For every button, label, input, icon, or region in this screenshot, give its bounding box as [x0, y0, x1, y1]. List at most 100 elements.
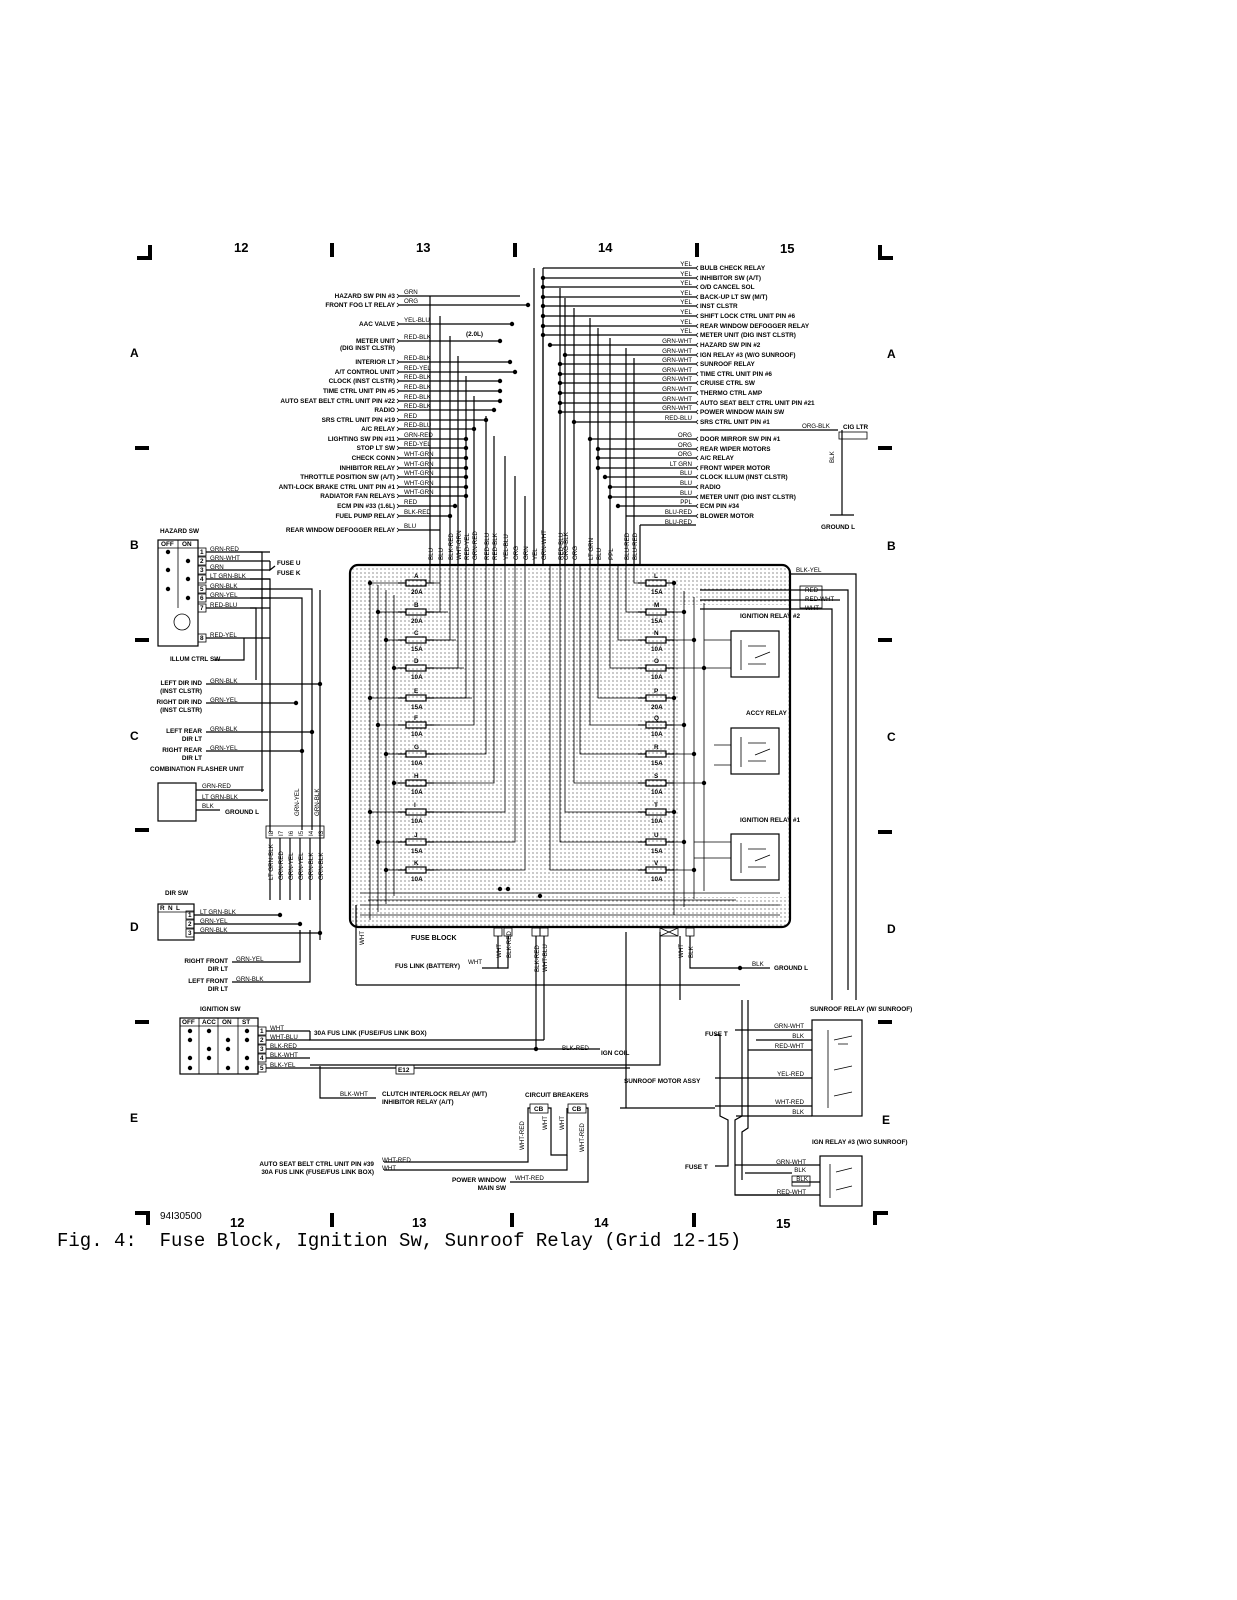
fuse-id: Q: [654, 715, 659, 722]
splice-dot: [671, 809, 677, 815]
wire-color: GRN-RED: [404, 432, 433, 439]
wire-tick: [396, 407, 400, 413]
front-dir-label: LEFT FRONT: [188, 978, 228, 985]
svg-text:CB: CB: [534, 1106, 544, 1113]
circuit-label: TIME CTRL UNIT PIN #5: [323, 388, 395, 395]
wire-color: BLU: [404, 523, 416, 530]
circuit-label: REAR WINDOW DEFOGGER RELAY: [700, 323, 810, 330]
svg-text:N: N: [168, 905, 173, 912]
wire-color: YEL: [680, 299, 692, 306]
wire-color: BLK: [792, 1033, 805, 1040]
internal-wire: [609, 565, 638, 669]
svg-text:SUNROOF RELAY (W/ SUNROOF): SUNROOF RELAY (W/ SUNROOF): [810, 1006, 912, 1013]
svg-text:GROUND L: GROUND L: [225, 809, 259, 816]
circuit-label: REAR WIPER MOTORS: [700, 446, 771, 453]
wire-color: GRN-YEL: [294, 788, 301, 816]
wire-tick: [396, 465, 400, 471]
splice-dot: [187, 1055, 193, 1061]
circuit-label: REAR WINDOW DEFOGGER RELAY: [286, 527, 396, 534]
pin-number: 6: [200, 595, 204, 602]
circuit-label: A/C RELAY: [700, 455, 735, 462]
svg-text:IGNITION RELAY #1: IGNITION RELAY #1: [740, 817, 800, 824]
wire: [498, 936, 509, 969]
wire-tick: [695, 400, 699, 406]
fuse-id: K: [414, 860, 419, 867]
ign-coil: IGN COIL: [601, 1050, 629, 1057]
circuit-label: AUTO SEAT BELT CTRL UNIT PIN #21: [700, 400, 815, 407]
fuse-id: S: [654, 773, 659, 780]
splice-dot: [691, 751, 697, 757]
internal-wire: [617, 565, 638, 641]
harness-wire-color: GRN-RED: [472, 531, 479, 560]
svg-text:ON: ON: [222, 1019, 232, 1026]
wire: [214, 638, 245, 661]
circuit-label: BLOWER MOTOR: [700, 513, 754, 520]
internal-wire: [589, 565, 638, 726]
wire: [269, 561, 276, 572]
fuse-id: I: [414, 802, 416, 809]
pin-number: 2: [200, 558, 204, 565]
splice-dot: [206, 1046, 212, 1052]
splice-dot: [375, 609, 381, 615]
svg-text:D: D: [887, 922, 896, 936]
wire-tick: [695, 419, 699, 425]
wire-color: RED-WHT: [777, 1189, 806, 1196]
fuse-amp: 15A: [651, 589, 663, 596]
svg-text:GRN-RED: GRN-RED: [202, 783, 231, 790]
bottom-label: AUTO SEAT BELT CTRL UNIT PIN #39: [259, 1161, 374, 1168]
splice-dot: [309, 729, 315, 735]
wire-color: BLK-RED: [506, 931, 513, 958]
splice-dot: [165, 567, 171, 573]
wire-color: RED-YEL: [404, 365, 431, 372]
wire-color: BLK-RED: [270, 1043, 297, 1050]
circuit-label: CLOCK (INST CLSTR): [329, 378, 395, 385]
circuit-label: FRONT FOG LT RELAY: [325, 302, 395, 309]
wire-color: LT GRN-BLK: [210, 573, 247, 580]
wire-color: WHT: [468, 959, 482, 966]
splice-dot: [512, 369, 518, 375]
fuse-amp: 10A: [651, 646, 663, 653]
splice-dot: [671, 580, 677, 586]
fuse-id: D: [414, 658, 419, 665]
wire-tick: [695, 265, 699, 271]
wire-color: GRN: [404, 289, 418, 296]
splice-dot: [187, 1028, 193, 1034]
splice-dot: [185, 576, 191, 582]
svg-text:WHT: WHT: [805, 605, 819, 612]
wire-tick: [396, 338, 400, 344]
wire-tick: [396, 426, 400, 432]
svg-text:DIR SW: DIR SW: [165, 890, 189, 897]
terminal: [539, 927, 549, 937]
fuse-id: H: [414, 773, 419, 780]
wire-color: BLK-RED: [534, 945, 541, 972]
internal-wire: [434, 565, 475, 726]
front-dir-label: DIR LT: [208, 966, 228, 973]
wire-color: PPL: [680, 499, 692, 506]
splice-dot: [615, 503, 621, 509]
internal-wire: [434, 565, 495, 784]
harness-wire-color: BLU: [438, 548, 445, 560]
circuit-label: A/T CONTROL UNIT: [335, 369, 395, 376]
connector-pin: I3: [318, 830, 325, 836]
internal-wire: [429, 565, 434, 584]
circuit-label: METER UNIT (DIG INST CLSTR): [700, 332, 796, 339]
pin-number: 4: [200, 576, 204, 583]
splice-dot: [497, 338, 503, 344]
circuit-label: INHIBITOR SW (A/T): [700, 275, 761, 282]
circuit-label: POWER WINDOW MAIN SW: [700, 409, 785, 416]
wire-color: WHT-GRN: [404, 451, 434, 458]
svg-text:WHT: WHT: [542, 1116, 549, 1130]
splice-dot: [317, 930, 323, 936]
block-right-wires: BLK-YEL RED RED-WHT WHT: [700, 567, 857, 1000]
splice-dot: [681, 839, 687, 845]
wire-tick: [396, 513, 400, 519]
circuit-label: METER UNIT (DIG INST CLSTR): [700, 494, 796, 501]
svg-text:CB: CB: [572, 1106, 582, 1113]
accy-relay: ACCY RELAY: [730, 710, 788, 775]
bottom-label: POWER WINDOW: [452, 1177, 507, 1184]
dir-label: DIR LT: [182, 736, 202, 743]
wire-color: ORG: [404, 298, 418, 305]
pin-number: 1: [260, 1028, 264, 1035]
